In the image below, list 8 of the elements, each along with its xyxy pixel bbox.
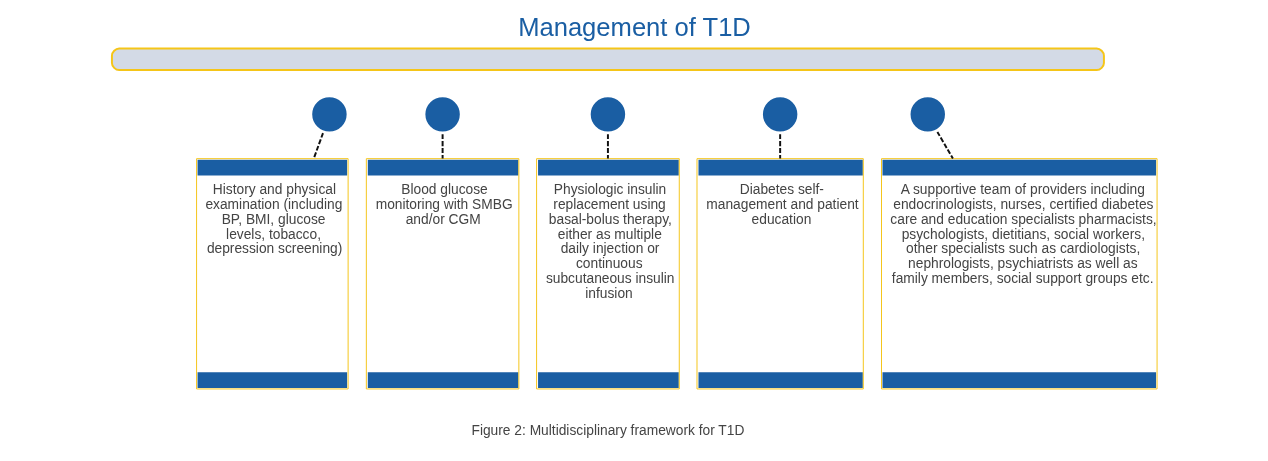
diagram-title: Management of T1D bbox=[517, 13, 751, 42]
connector bbox=[312, 132, 324, 160]
node-bar bbox=[110, 47, 1105, 72]
connector bbox=[778, 133, 781, 160]
connector bbox=[441, 133, 444, 160]
connector bbox=[606, 133, 609, 160]
caption: Figure 2: Multidisciplinary framework for T1D bbox=[471, 422, 744, 438]
connector bbox=[935, 130, 954, 160]
